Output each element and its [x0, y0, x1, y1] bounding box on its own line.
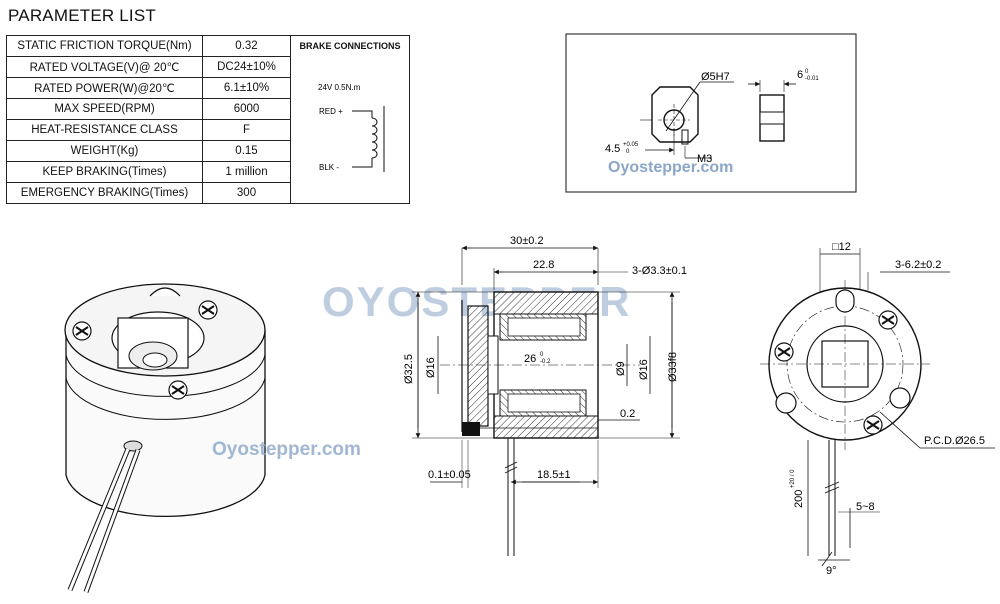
gap-dim: 0.2: [620, 408, 635, 420]
diameter-16-left-dim: Ø16: [425, 357, 437, 378]
total-length-dim: 30±0.2: [510, 235, 544, 247]
square-dim: □12: [832, 241, 851, 253]
diameter-16-right-dim: Ø16: [638, 359, 650, 380]
hub-side-view: [748, 80, 796, 142]
diameter-26-dim: 26: [524, 353, 536, 365]
watermark-bottom: Oyostepper.com: [212, 439, 361, 460]
side-section-view: 30±0.2 22.8 3-Ø3.3±0.1 Ø32.5 Ø16 26 0 -0…: [403, 235, 687, 556]
param-row: STATIC FRICTION TORQUE(Nm)0.32 BRAKE CONN…: [6, 35, 410, 204]
strip-dim: 5~8: [856, 501, 875, 513]
screw-icon: [774, 342, 794, 362]
param-value: 0.15: [202, 140, 291, 162]
parameter-table: STATIC FRICTION TORQUE(Nm)0.32 BRAKE CONN…: [6, 35, 410, 204]
page-title: PARAMETER LIST: [8, 6, 156, 25]
screw-icon: [863, 415, 883, 435]
offset-tol-top: +0.05: [623, 142, 639, 148]
width-label: 6: [797, 69, 803, 81]
param-label: MAX SPEED(RPM): [6, 98, 203, 120]
brake-spec: 24V 0.5N.m: [318, 83, 361, 92]
brake-product-illustration: [64, 283, 266, 593]
slot-icon: [889, 387, 911, 409]
diameter-9-dim: Ø9: [615, 361, 627, 376]
param-row: EMERGENCY BRAKING(Times)300: [6, 182, 410, 204]
d26-tol-top: 0: [540, 352, 544, 358]
inner-length-dim: 22.8: [533, 259, 554, 271]
pcd-dim: P.C.D.Ø26.5: [924, 435, 985, 447]
screw-icon: [878, 310, 898, 330]
diameter-33-dim: Ø33f8: [667, 352, 679, 382]
offset-label: 4.5: [605, 143, 620, 155]
param-label: STATIC FRICTION TORQUE(Nm): [6, 35, 203, 57]
screw-icon: [72, 321, 92, 341]
lead-tol: +20 / 0: [790, 469, 796, 488]
red-wire-label: RED +: [319, 107, 343, 116]
param-label: RATED POWER(W)@20℃: [6, 77, 203, 99]
d26-tol-bottom: -0.2: [540, 359, 551, 365]
param-row: KEEP BRAKING(Times)1 million: [6, 161, 410, 183]
screw-icon: [198, 300, 218, 320]
lead-length-front-dim: 200: [793, 490, 805, 508]
brake-connections-title: BRAKE CONNECTIONS: [299, 41, 401, 51]
brake-connections-cell: BRAKE CONNECTIONS: [290, 35, 410, 204]
param-label: HEAT-RESISTANCE CLASS: [6, 119, 203, 141]
width-tol-top: 0: [805, 69, 809, 75]
param-label: EMERGENCY BRAKING(Times): [6, 182, 203, 204]
param-row: WEIGHT(Kg)0.15: [6, 140, 410, 162]
slot-icon: [835, 289, 855, 313]
param-value: 0.32: [202, 35, 291, 57]
screw-label: M3: [697, 153, 712, 165]
angle-dim: 9°: [826, 565, 837, 577]
diameter-32-dim: Ø32.5: [403, 354, 415, 384]
watermark-top: Oyostepper.com: [608, 159, 733, 176]
offset-tol-bottom: 0: [626, 149, 630, 155]
slot-icon: [775, 392, 797, 414]
brake-schematic: 24V 0.5N.m RED + BLK -: [318, 83, 385, 172]
hub-front-view: [640, 81, 734, 159]
screw-icon: [168, 380, 188, 400]
holes-dim: 3-Ø3.3±0.1: [632, 265, 687, 277]
coil-icon: [352, 106, 385, 172]
bore-label: Ø5H7: [701, 71, 730, 83]
hub-detail: Ø5H7 4.5 +0.05 0 M3 6 0 -0.01 Oyostepper…: [565, 33, 857, 193]
param-value: 1 million: [202, 161, 291, 183]
param-row: MAX SPEED(RPM)6000: [6, 98, 410, 120]
slots-dim: 3-6.2±0.2: [895, 259, 941, 271]
lead-length-dim: 18.5±1: [537, 469, 571, 481]
front-view: □12 3-6.2±0.2 P.C.: [760, 241, 995, 577]
width-tol-bottom: -0.01: [805, 76, 819, 82]
airgap-dim: 0.1±0.05: [428, 469, 471, 481]
blk-wire-label: BLK -: [319, 163, 339, 172]
param-value: 300: [202, 182, 291, 204]
